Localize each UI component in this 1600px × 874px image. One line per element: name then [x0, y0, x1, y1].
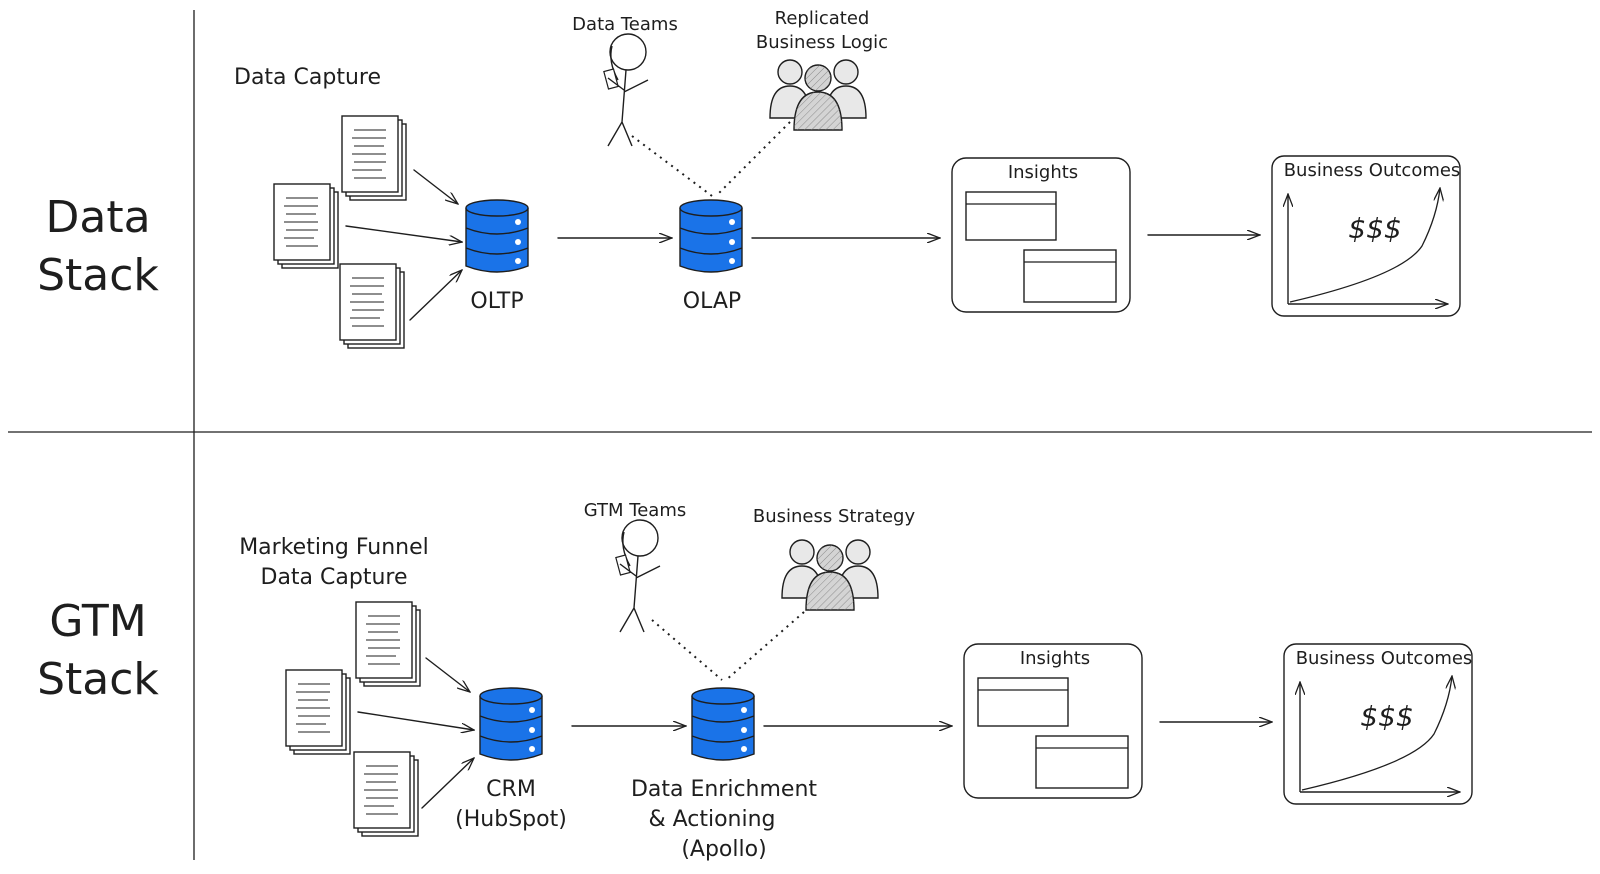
- oltp-database-icon: [465, 199, 529, 273]
- document-stack-icon: [339, 263, 405, 349]
- dotted-connector: [715, 121, 791, 197]
- document-stack-icon: [341, 115, 407, 201]
- business-outcomes-label: Business Outcomes: [1284, 160, 1461, 181]
- gtm-stack-row: GTM Stack Marketing Funnel Data Capture …: [37, 500, 1472, 862]
- gtm-stack-title-line1: GTM: [49, 596, 146, 647]
- data-stack-title-line1: Data: [45, 192, 150, 243]
- olap-label: OLAP: [683, 289, 741, 314]
- document-stack-icon: [285, 669, 351, 755]
- flow-arrow: [345, 225, 462, 242]
- gtm-stack-title-line2: Stack: [37, 654, 159, 705]
- crm-database-icon: [479, 687, 543, 761]
- enrichment-label-line3: (Apollo): [681, 837, 766, 862]
- replicated-label-line2: Business Logic: [756, 32, 888, 53]
- document-stack-icon: [273, 183, 339, 269]
- money-label: $$$: [1360, 700, 1413, 733]
- data-capture-label: Data Capture: [234, 65, 381, 90]
- money-label: $$$: [1348, 212, 1401, 245]
- business-outcomes-label: Business Outcomes: [1296, 648, 1473, 669]
- crm-label-line2: (HubSpot): [455, 807, 567, 832]
- dotted-connector: [651, 619, 723, 681]
- marketing-capture-label-line2: Data Capture: [261, 565, 408, 590]
- business-strategy-label: Business Strategy: [753, 506, 916, 527]
- dotted-connector: [725, 611, 805, 681]
- document-stack-icon: [355, 601, 421, 687]
- flow-arrow: [421, 758, 474, 809]
- olap-database-icon: [679, 199, 743, 273]
- marketing-capture-label-line1: Marketing Funnel: [239, 535, 429, 560]
- data-stack-title-line2: Stack: [37, 250, 159, 301]
- insights-label: Insights: [1020, 648, 1090, 669]
- data-stack-row: Data Stack Data Capture OLTP Data Teams …: [37, 8, 1461, 349]
- insights-label: Insights: [1008, 162, 1078, 183]
- crm-label-line1: CRM: [486, 777, 536, 802]
- flow-arrow: [413, 169, 458, 204]
- enrichment-database-icon: [691, 687, 755, 761]
- enrichment-label-line2: & Actioning: [648, 807, 775, 832]
- replicated-label-line1: Replicated: [775, 8, 870, 29]
- people-group-icon: [781, 539, 879, 611]
- enrichment-label-line1: Data Enrichment: [631, 777, 817, 802]
- oltp-label: OLTP: [470, 289, 523, 314]
- flow-arrow: [425, 657, 470, 692]
- flow-arrow: [357, 711, 474, 730]
- document-stack-icon: [353, 751, 419, 837]
- person-icon: [603, 33, 649, 147]
- dotted-connector: [631, 135, 713, 197]
- flow-arrow: [409, 270, 462, 321]
- person-icon: [615, 519, 661, 633]
- data-teams-label: Data Teams: [572, 14, 678, 35]
- gtm-teams-label: GTM Teams: [584, 500, 687, 521]
- people-group-icon: [769, 59, 867, 131]
